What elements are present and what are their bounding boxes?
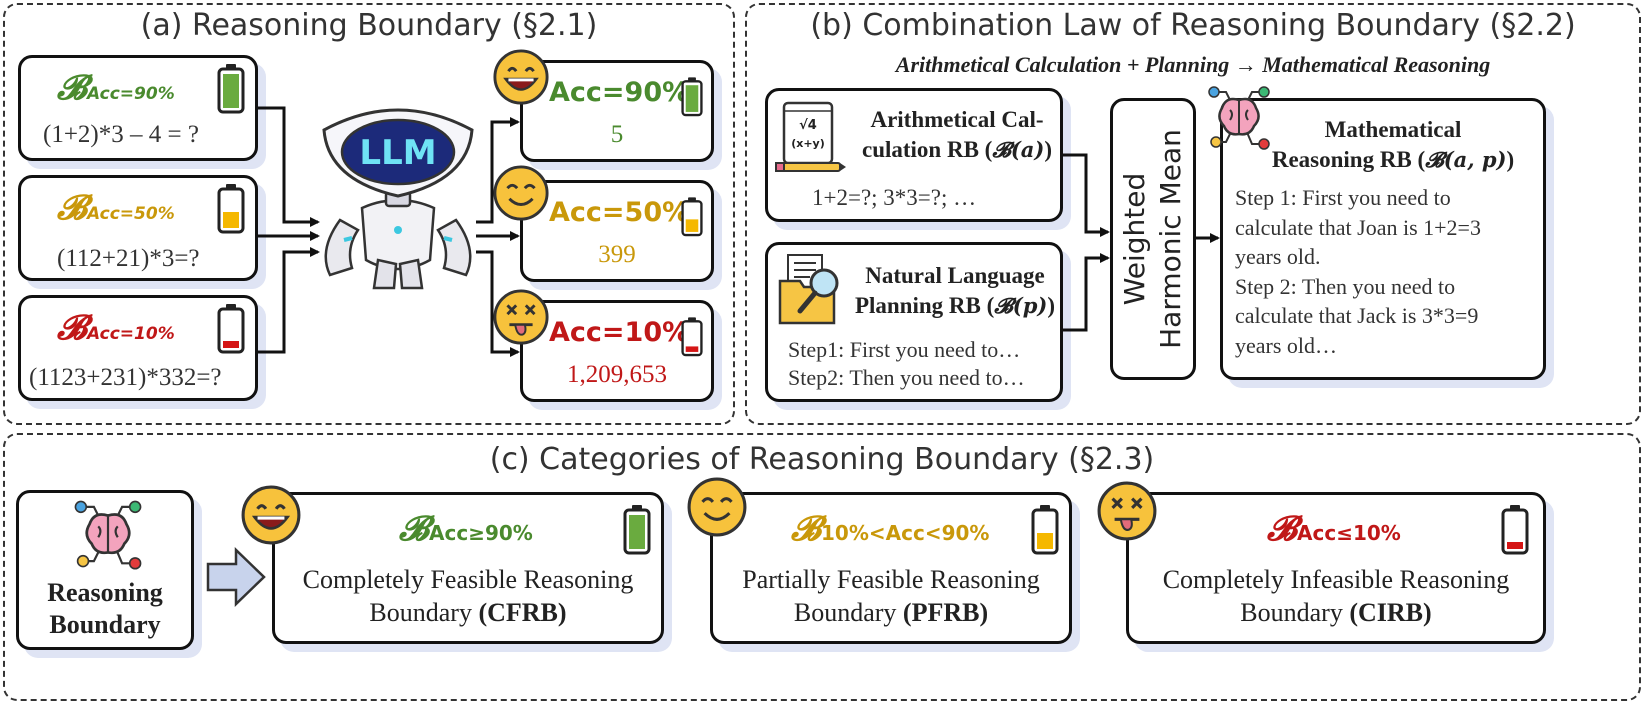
category-description: Completely Feasible Reasoning Boundary (… (302, 565, 634, 627)
category-description: Partially Feasible Reasoning Boundary (P… (742, 565, 1040, 627)
planning-example-2: Step2: Then you need to… (788, 365, 1025, 390)
category-card-cfrb: 𝓑Acc≥90% Completely Feasible Reasoning B… (272, 492, 664, 644)
smiling-emoji-icon (687, 477, 747, 537)
panel-a-connectors (258, 106, 520, 357)
output-answer: 5 (610, 121, 624, 148)
planning-rb-title: Natural Language Planning RB (𝓑(𝒑)) (854, 263, 1056, 318)
laughing-emoji-icon (493, 49, 549, 105)
weighted-harmonic-mean-box (1110, 98, 1196, 380)
category-card-pfrb: 𝓑10%<Acc<90% Partially Feasible Reasonin… (710, 492, 1072, 644)
mathematical-rb-steps: Step 1: First you need to calculate that… (1235, 185, 1481, 358)
output-accuracy: Acc=10% (549, 317, 690, 348)
laughing-emoji-icon (241, 485, 301, 545)
panel-reasoning-boundary (3, 3, 735, 425)
output-answer: 399 (598, 241, 636, 268)
input-card-acc90: 𝓑Acc=90% (1+2)*3 – 4 = ? (18, 55, 258, 161)
folder-search-icon (778, 254, 839, 325)
input-expression: (1+2)*3 – 4 = ? (43, 121, 199, 148)
output-card-acc10: Acc=10% 1,209,653 (520, 300, 714, 402)
robot-llm-icon: LLM (322, 108, 474, 290)
connector-out-3 (476, 250, 520, 357)
panel-c-title: (c) Categories of Reasoning Boundary (§2… (489, 442, 1155, 477)
battery-half-icon (217, 184, 245, 234)
output-card-acc90: Acc=90% 5 (520, 60, 714, 162)
planning-example-1: Step1: First you need to… (788, 337, 1021, 362)
category-card-cirb: 𝓑Acc≤10% Completely Infeasible Reasoning… (1126, 492, 1546, 644)
input-card-acc10: 𝓑Acc=10% (1123+231)*332=? (18, 295, 258, 401)
battery-full-icon (681, 77, 703, 117)
dizzy-emoji-icon (493, 289, 549, 345)
mathematical-rb-card: Mathematical Reasoning RB (𝓑(𝒂, 𝒑)) Step… (1220, 98, 1546, 380)
boundary-label: 𝓑Acc=10% (57, 308, 175, 348)
category-label: 𝓑Acc≥90% (399, 509, 533, 549)
svg-text:√4: √4 (799, 118, 817, 133)
planning-rb-card: Natural Language Planning RB (𝓑(𝒑)) Step… (765, 242, 1063, 402)
connector-in-3 (258, 247, 320, 354)
arithmetic-rb-card: √4 (x+y) Arithmetical Cal- culation RB (… (765, 88, 1063, 222)
brain-network-icon (74, 500, 142, 570)
panel-b-subtitle: Arithmetical Calculation + Planning → Ma… (895, 52, 1491, 77)
connector-planning (1063, 253, 1110, 332)
output-card-acc50: Acc=50% 399 (520, 180, 714, 282)
brain-network-icon (1208, 86, 1270, 150)
input-expression: (112+21)*3=? (57, 245, 200, 272)
arithmetic-example: 1+2=?; 3*3=?; … (812, 185, 977, 210)
output-accuracy: Acc=90% (549, 77, 690, 108)
arithmetic-rb-title: Arithmetical Cal- culation RB (𝓑(𝒂)) (861, 107, 1053, 162)
output-accuracy: Acc=50% (549, 197, 690, 228)
boundary-label: 𝓑Acc=50% (57, 188, 175, 228)
panel-combination-law (745, 3, 1641, 425)
boundary-label: 𝓑Acc=90% (57, 68, 175, 108)
robot-label: LLM (359, 133, 436, 173)
battery-low-icon (217, 304, 245, 354)
category-label: 𝓑Acc≤10% (1267, 509, 1401, 549)
battery-low-icon (1501, 505, 1529, 555)
panel-b-title: (b) Combination Law of Reasoning Boundar… (810, 8, 1576, 43)
input-card-acc50: 𝓑Acc=50% (112+21)*3=? (18, 175, 258, 281)
connector-out-1 (476, 117, 520, 224)
battery-half-icon (681, 197, 703, 237)
category-label: 𝓑10%<Acc<90% (791, 509, 990, 549)
arrow-right-icon (206, 547, 266, 607)
dizzy-emoji-icon (1097, 481, 1157, 541)
battery-full-icon (217, 64, 245, 114)
output-answer: 1,209,653 (567, 361, 667, 388)
panel-a-title: (a) Reasoning Boundary (§2.1) (140, 8, 598, 43)
battery-full-icon (623, 505, 651, 555)
panel-categories (3, 433, 1641, 701)
source-label: Reasoning Boundary (47, 578, 163, 639)
panel-b-connectors (1063, 153, 1220, 332)
mathematical-rb-title: Mathematical Reasoning RB (𝓑(𝒂, 𝒑)) (1271, 117, 1515, 172)
math-formula-icon: √4 (x+y) (775, 101, 846, 172)
connector-arith (1063, 153, 1110, 237)
battery-low-icon (681, 317, 703, 357)
category-description: Completely Infeasible Reasoning Boundary… (1162, 565, 1510, 627)
svg-text:(x+y): (x+y) (791, 137, 825, 150)
battery-half-icon (1031, 505, 1059, 555)
connector-in-1 (258, 106, 320, 227)
input-expression: (1123+231)*332=? (29, 364, 222, 391)
smiling-emoji-icon (493, 165, 549, 221)
